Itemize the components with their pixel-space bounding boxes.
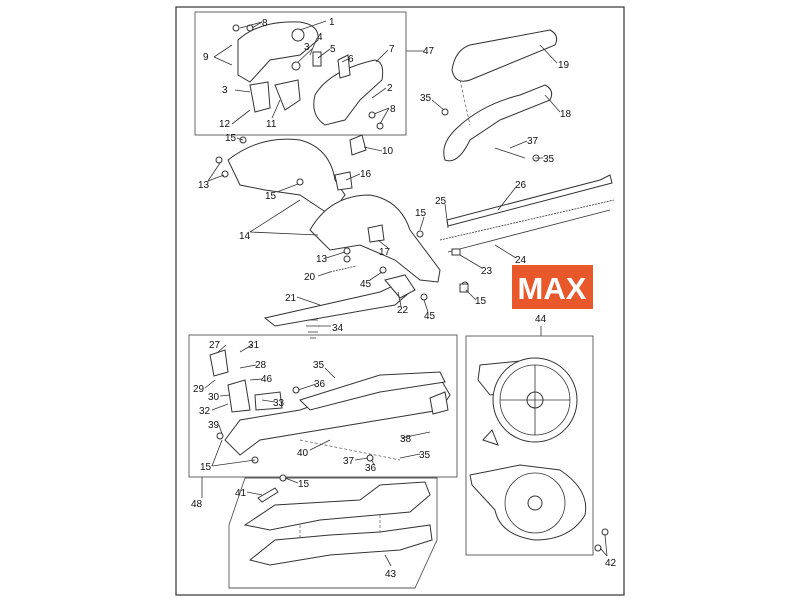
callout-45b: 45 xyxy=(424,311,436,322)
callout-16: 16 xyxy=(360,169,372,180)
callout-15b: 15 xyxy=(265,191,277,202)
subassembly-box-43 xyxy=(228,477,438,589)
callout-11: 11 xyxy=(266,119,277,130)
callout-24: 24 xyxy=(515,255,527,266)
side-plate-parts xyxy=(215,134,469,289)
leader-lines xyxy=(201,20,608,567)
callout-3: 3 xyxy=(304,42,310,53)
hook-assembly-parts xyxy=(232,21,384,130)
callout-44: 44 xyxy=(535,314,547,325)
base-assembly-parts xyxy=(209,349,451,503)
callout-28: 28 xyxy=(255,360,267,371)
callout-32: 32 xyxy=(199,406,211,417)
callout-13b: 13 xyxy=(316,254,328,265)
callout-15d: 15 xyxy=(475,296,487,307)
callout-41: 41 xyxy=(235,488,247,499)
callout-36b: 36 xyxy=(365,463,377,474)
max-logo: MAX xyxy=(512,265,593,309)
callout-labels: 1 8 9 4 3 5 6 7 47 2 3 8 12 11 19 18 35 … xyxy=(191,17,617,580)
callout-35: 35 xyxy=(420,93,432,104)
callout-25: 25 xyxy=(435,196,447,207)
callout-39: 39 xyxy=(208,420,220,431)
callout-12: 12 xyxy=(219,119,231,130)
callout-4: 4 xyxy=(317,32,323,43)
callout-43: 43 xyxy=(385,569,397,580)
callout-5: 5 xyxy=(330,44,336,55)
callout-1: 1 xyxy=(329,17,335,28)
callout-20: 20 xyxy=(304,272,316,283)
callout-38: 38 xyxy=(400,434,412,445)
callout-6: 6 xyxy=(348,54,354,65)
subassembly-box-47 xyxy=(194,11,407,136)
callout-42: 42 xyxy=(605,558,617,569)
callout-29: 29 xyxy=(193,384,205,395)
callout-36: 36 xyxy=(314,379,326,390)
callout-9: 9 xyxy=(203,52,209,63)
callout-3b: 3 xyxy=(222,85,228,96)
callout-30: 30 xyxy=(208,392,220,403)
callout-15f: 15 xyxy=(298,479,310,490)
callout-31: 31 xyxy=(248,340,260,351)
callout-8: 8 xyxy=(262,18,268,29)
callout-15e: 15 xyxy=(200,462,212,473)
callout-45: 45 xyxy=(360,279,372,290)
callout-35c: 35 xyxy=(313,360,325,371)
callout-15: 15 xyxy=(225,133,237,144)
callout-18: 18 xyxy=(560,109,572,120)
spring-and-arm-parts xyxy=(263,265,428,339)
callout-26: 26 xyxy=(515,180,527,191)
callout-40: 40 xyxy=(297,448,309,459)
handle-parts xyxy=(441,29,558,162)
subassembly-box-44 xyxy=(465,335,594,556)
callout-35d: 35 xyxy=(419,450,431,461)
callout-22: 22 xyxy=(397,305,409,316)
callout-15c: 15 xyxy=(415,208,427,219)
callout-35b: 35 xyxy=(543,154,555,165)
callout-21: 21 xyxy=(285,293,297,304)
callout-47: 47 xyxy=(423,46,435,57)
callout-14: 14 xyxy=(239,231,251,242)
callout-48: 48 xyxy=(191,499,203,510)
callout-46: 46 xyxy=(261,374,273,385)
callout-13: 13 xyxy=(198,180,210,191)
callout-27: 27 xyxy=(209,340,221,351)
callout-34: 34 xyxy=(332,323,344,334)
base-plate-parts xyxy=(243,481,433,566)
callout-8b: 8 xyxy=(390,104,396,115)
subassembly-box-48 xyxy=(188,334,458,478)
callout-37b: 37 xyxy=(343,456,355,467)
callout-7: 7 xyxy=(389,44,395,55)
svg-text:MAX: MAX xyxy=(518,271,587,306)
callout-19: 19 xyxy=(558,60,570,71)
callout-17: 17 xyxy=(379,247,391,258)
reel-parts xyxy=(469,357,609,552)
callout-37: 37 xyxy=(527,136,539,147)
callout-23: 23 xyxy=(481,266,493,277)
callout-33: 33 xyxy=(273,398,285,409)
callout-10: 10 xyxy=(382,146,394,157)
callout-2: 2 xyxy=(387,83,393,94)
